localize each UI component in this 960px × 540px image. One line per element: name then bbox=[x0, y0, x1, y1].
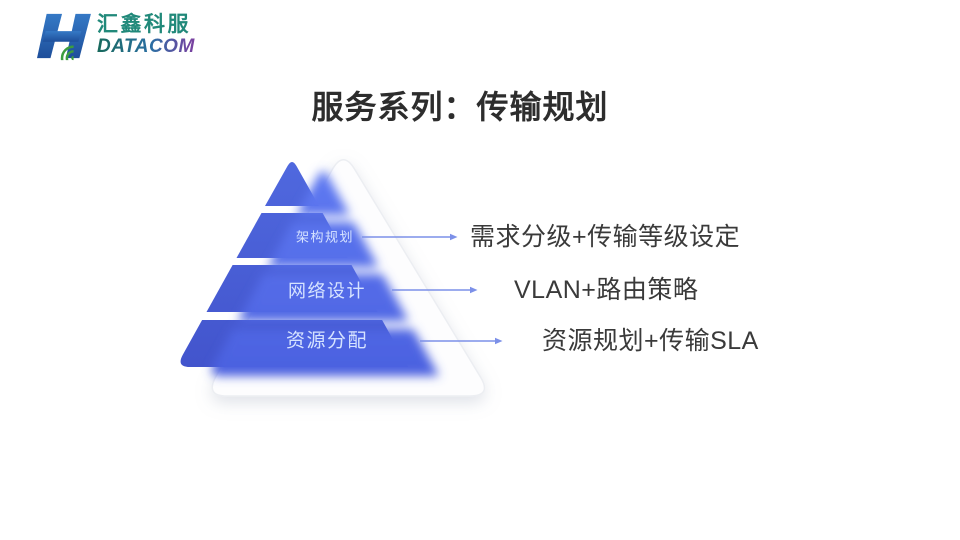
slide-title: 服务系列：传输规划 bbox=[311, 89, 609, 125]
tier-label-network: 网络设计 bbox=[288, 281, 366, 301]
annotation-architecture: 需求分级+传输等级设定 bbox=[470, 223, 741, 251]
arrow-icon bbox=[470, 286, 478, 294]
company-name-cn: 汇鑫科服 bbox=[97, 13, 191, 36]
signal-arcs-icon bbox=[60, 45, 74, 61]
tier-label-architecture: 架构规划 bbox=[296, 230, 354, 245]
arrow-icon bbox=[450, 233, 458, 241]
arrow-icon bbox=[495, 337, 503, 345]
connector-arrows bbox=[450, 233, 503, 345]
tier-label-resource: 资源分配 bbox=[286, 330, 368, 352]
logo-text: 汇鑫科服 DATACOM bbox=[97, 10, 195, 56]
annotation-network: VLAN+路由策略 bbox=[514, 276, 699, 304]
connector-lines bbox=[362, 236, 495, 342]
company-name-en: DATACOM bbox=[97, 36, 195, 57]
h-signal-logo-icon bbox=[37, 13, 91, 61]
company-logo: 汇鑫科服 DATACOM bbox=[33, 10, 195, 62]
annotation-resource: 资源规划+传输SLA bbox=[542, 327, 759, 355]
